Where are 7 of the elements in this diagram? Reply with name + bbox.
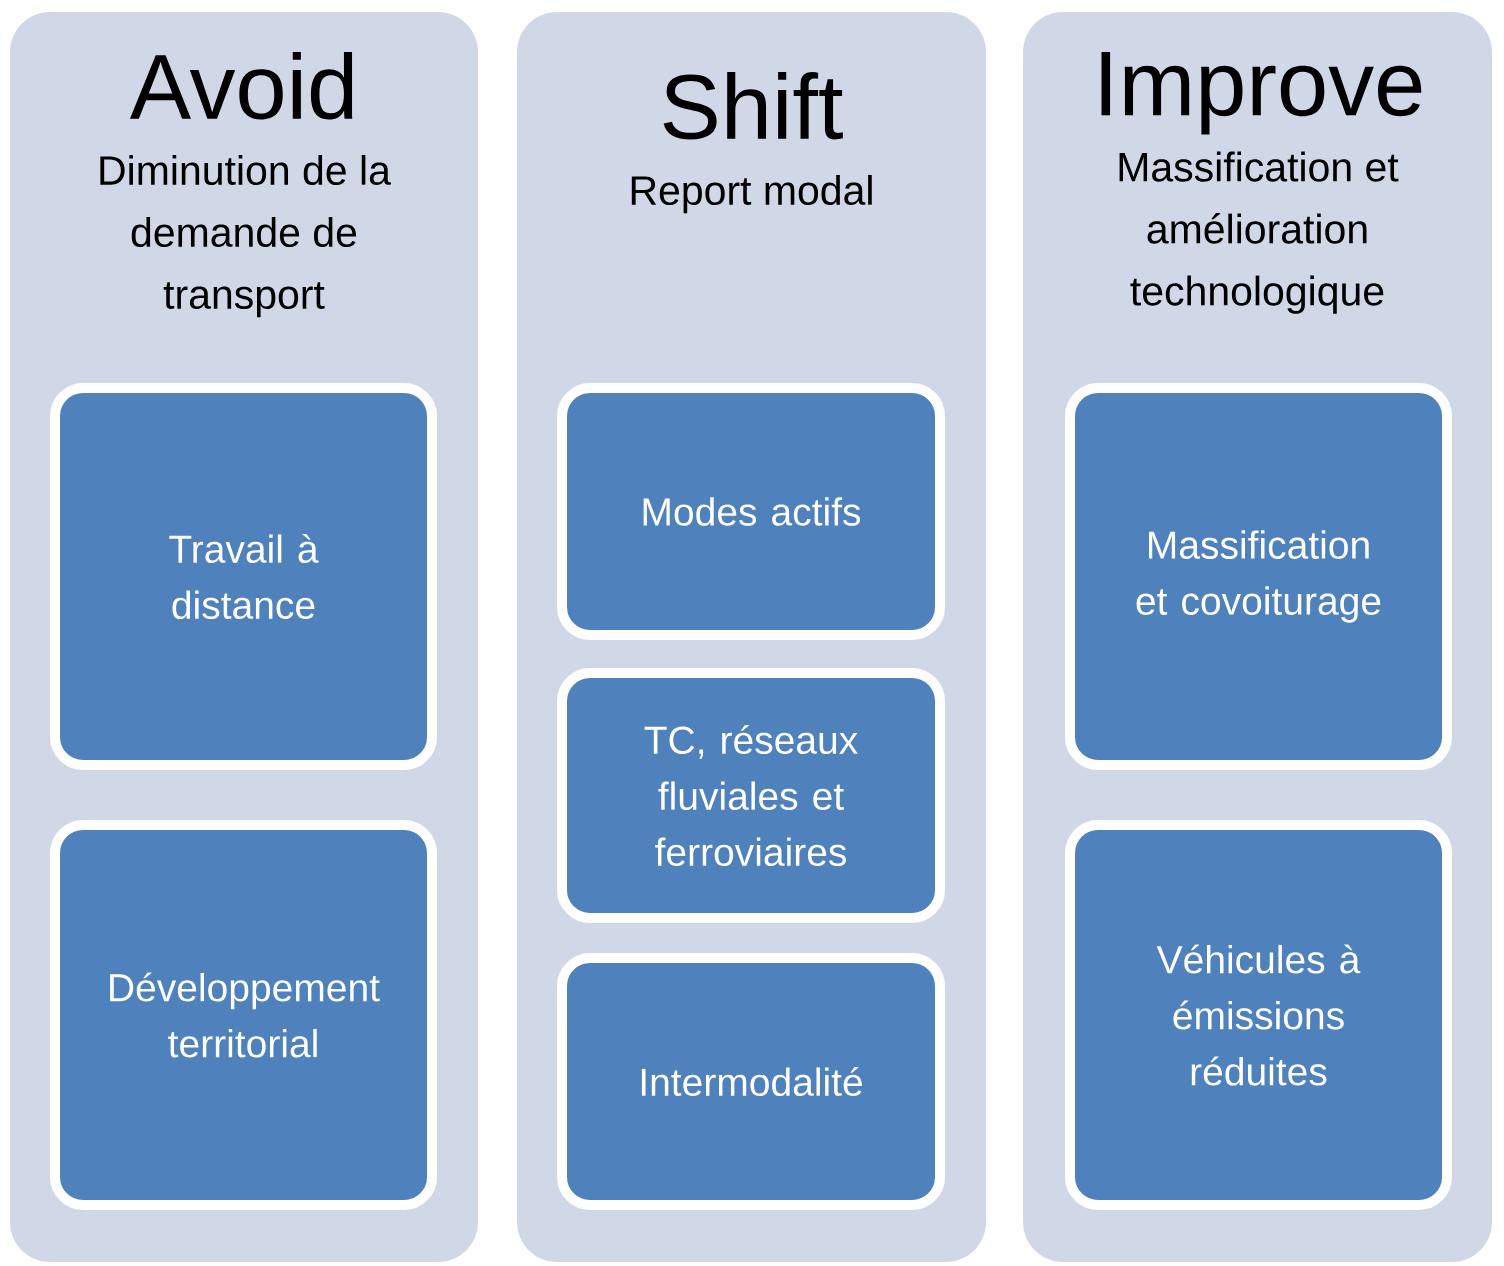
category-box: Véhicules à émissions réduites	[1065, 820, 1452, 1210]
category-box: Modes actifs	[557, 383, 945, 640]
category-box: TC, réseaux fluviales et ferroviaires	[557, 668, 945, 923]
category-box: Intermodalité	[557, 953, 945, 1210]
category-box: Massification et covoiturage	[1065, 383, 1452, 770]
category-box: Travail à distance	[50, 383, 437, 770]
category-box: Développement territorial	[50, 820, 437, 1210]
